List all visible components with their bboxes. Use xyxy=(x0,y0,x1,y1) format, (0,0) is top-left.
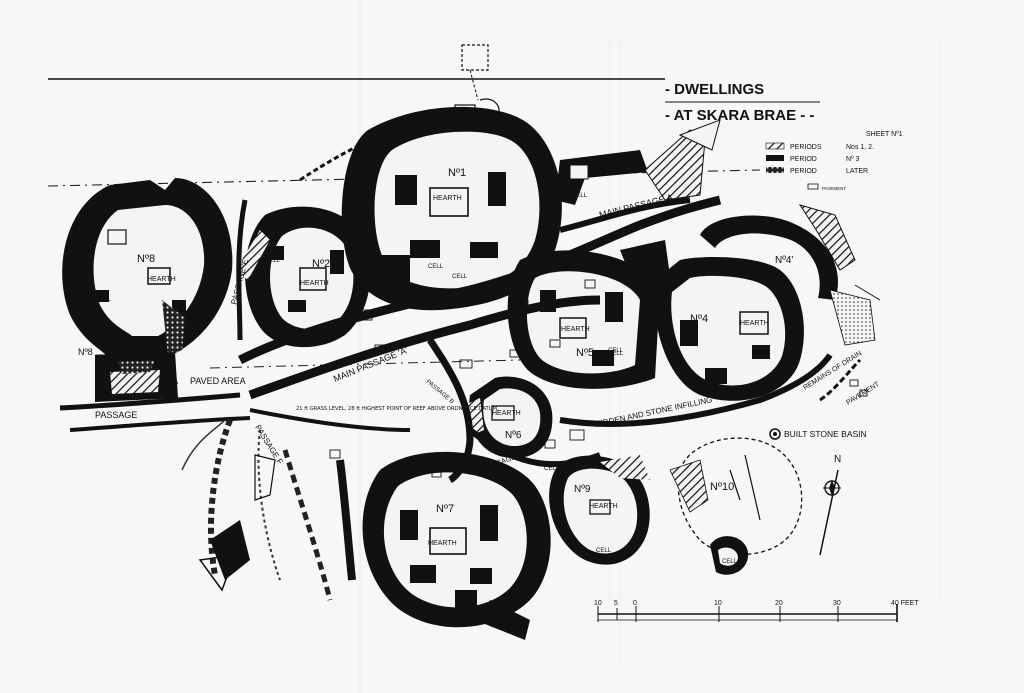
legend-value-2: Nº 3 xyxy=(846,156,860,163)
dwelling-5-label: Nº5 xyxy=(576,347,594,359)
dwelling-3: Nº3 CELL xyxy=(555,119,721,205)
dwelling-2: Nº2 HEARTH CELL CELL xyxy=(236,206,371,348)
legend-value-1: Nos 1, 2. xyxy=(846,144,874,151)
dwelling-5: Nº5 HEARTH CELL xyxy=(507,240,672,389)
legend-swatch-cross xyxy=(766,167,784,173)
hearth-label-7: HEARTH xyxy=(428,540,457,547)
legend: PERIODS Nos 1, 2. PERIOD Nº 3 PERIOD LAT… xyxy=(765,142,874,191)
ground-level-note: 21 ft GRASS LEVEL, 28 ft HIGHEST POINT O… xyxy=(296,406,499,412)
scale-bar: 10 5 0 10 20 30 40 FEET xyxy=(594,600,919,622)
dwelling-8-label: Nº8 xyxy=(137,253,155,265)
legend-label-3: PERIOD xyxy=(790,168,817,175)
dwelling-4a-label: Nº4' xyxy=(775,255,793,266)
hearth-label-2: HEARTH xyxy=(300,280,329,287)
sheet-number: SHEET Nº1 xyxy=(866,131,903,138)
legend-pavement: PAVEMENT xyxy=(822,186,846,191)
title-line-1: - DWELLINGS xyxy=(665,81,764,98)
legend-swatch-hatch xyxy=(765,142,785,150)
cell-label-3: CELL xyxy=(572,193,588,199)
legend-label-1: PERIODS xyxy=(790,144,822,151)
dwelling-8a-label: Nº8 xyxy=(78,347,93,357)
north-label: N xyxy=(834,454,841,465)
stone-details xyxy=(95,249,868,478)
cell-label-9: CELL xyxy=(544,466,560,472)
dwelling-9: Nº9 HEARTH CELL CELL xyxy=(544,455,650,565)
cell-label-2b: CELL xyxy=(265,258,281,264)
cell-label-9b: CELL xyxy=(596,548,612,554)
hearth-label-5: HEARTH xyxy=(561,326,590,333)
cell-label-5: CELL xyxy=(608,348,624,354)
cell-label-1b: CELL xyxy=(452,274,468,280)
legend-swatch-solid xyxy=(766,155,784,161)
legend-value-3: LATER xyxy=(846,168,868,175)
dwelling-6-label: Nº6 xyxy=(505,430,522,441)
scale-tick-1: 10 xyxy=(594,600,602,607)
scale-tick-3: 0 xyxy=(633,600,637,607)
built-basin-label: BUILT STONE BASIN xyxy=(784,429,867,439)
legend-label-2: PERIOD xyxy=(790,156,817,163)
passage-walls xyxy=(59,138,833,484)
dwelling-2-label: Nº2 xyxy=(312,258,330,270)
cell-label-2: CELL xyxy=(305,218,321,224)
title-line-2: - AT SKARA BRAE - - xyxy=(665,107,814,124)
dwelling-9-label: Nº9 xyxy=(574,484,591,495)
cell-label-7: CELL xyxy=(456,601,472,607)
dwelling-1: Nº1 HEARTH CELL CELL xyxy=(341,44,562,311)
north-arrow: N xyxy=(819,454,841,556)
dwelling-7-label: Nº7 xyxy=(436,503,454,515)
dwelling-8: Nº8 HEARTH CELL Nº8 xyxy=(62,178,233,402)
legend-swatch-pavement xyxy=(807,183,819,190)
paved-area-label: PAVED AREA xyxy=(190,376,246,386)
title-block: - DWELLINGS - AT SKARA BRAE - - SHEET Nº… xyxy=(665,81,903,138)
scale-tick-4: 10 xyxy=(714,600,722,607)
hearth-label-9: HEARTH xyxy=(589,503,618,510)
dwelling-6: Nº6 HEARTH xyxy=(465,376,553,459)
dwelling-7: Nº7 HEARTH CELL xyxy=(362,451,551,640)
dwelling-4-label: Nº4 xyxy=(690,313,708,325)
scale-tick-5: 20 xyxy=(775,600,783,607)
passage-left-label: PASSAGE xyxy=(95,410,137,420)
dwelling-10-label: Nº10 xyxy=(710,481,734,493)
cell-label-8: CELL xyxy=(96,297,112,303)
dwelling-3-label: Nº3 xyxy=(590,159,608,171)
rubble xyxy=(181,358,862,601)
hearth-label-1: HEARTH xyxy=(433,195,462,202)
paved-ja-label: JA xyxy=(170,379,179,386)
hearth-label-6: HEARTH xyxy=(492,410,521,417)
scale-tick-2: 5 xyxy=(614,600,618,607)
cell-label-1: CELL xyxy=(428,264,444,270)
scale-tick-6: 30 xyxy=(833,600,841,607)
hearth-label-4: HEARTH xyxy=(740,320,769,327)
hearth-label-8: HEARTH xyxy=(147,276,176,283)
scale-tick-7: 40 FEET xyxy=(891,600,919,607)
dwelling-4: Nº4 HEARTH CELL Nº4' CELL xyxy=(608,204,881,401)
dwelling-1-label: Nº1 xyxy=(448,167,466,179)
cell-label-10: CELL xyxy=(722,559,738,565)
cell-label-4b: CELL xyxy=(608,351,624,357)
cell-label-4: CELL xyxy=(710,380,726,386)
dwelling-10: Nº10 CELL xyxy=(669,437,803,575)
